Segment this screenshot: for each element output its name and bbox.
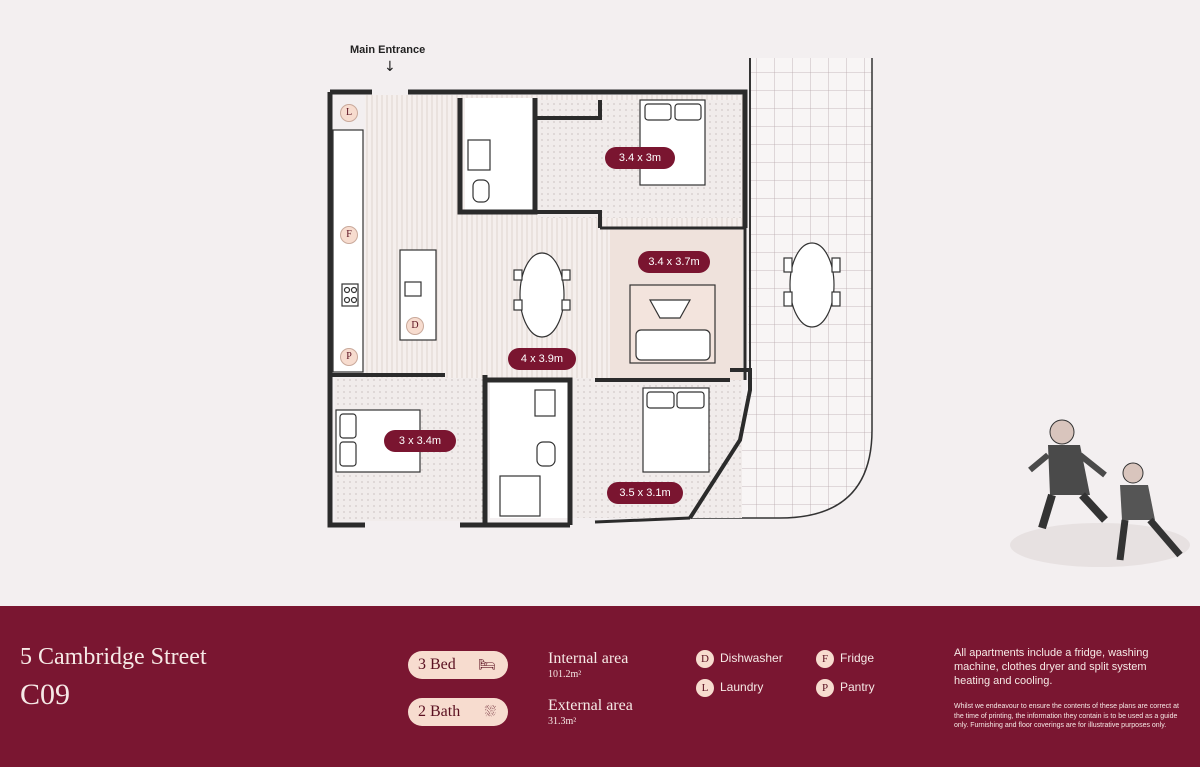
legend-dishwasher-icon: D	[696, 650, 714, 668]
main-entrance-label: Main Entrance	[350, 44, 426, 56]
balcony	[690, 58, 873, 519]
address-title: 5 Cambridge Street	[20, 644, 207, 670]
legend-pantry: P Pantry	[816, 679, 875, 697]
footer-panel: 5 Cambridge Street C09 3 Bed 🛏 2 Bath ⛆ …	[0, 606, 1200, 767]
dining-table	[513, 252, 571, 338]
legend-laundry-label: Laundry	[720, 680, 764, 695]
room-label-bedroom-2: 3 x 3.4m	[384, 430, 456, 452]
legend-dishwasher: D Dishwasher	[696, 650, 783, 668]
legend-laundry: L Laundry	[696, 679, 763, 697]
room-label-living: 3.4 x 3.7m	[638, 251, 710, 273]
room-label-dining: 4 x 3.9m	[508, 348, 576, 370]
bath-count-label: 2 Bath	[418, 703, 461, 720]
room-label-bedroom-1: 3.4 x 3m	[605, 147, 675, 169]
legend-laundry-icon: L	[696, 679, 714, 697]
disclaimer-note: Whilst we endeavour to ensure the conten…	[954, 703, 1179, 729]
legend-pantry-icon: P	[816, 679, 834, 697]
legend-fridge: F Fridge	[816, 650, 874, 668]
marker-laundry: L	[340, 104, 358, 122]
marker-fridge: F	[340, 226, 358, 244]
balcony-table	[783, 242, 841, 328]
walls	[327, 89, 752, 528]
people-illustration	[1010, 419, 1190, 567]
internal-area-value: 101.2m²	[548, 669, 582, 680]
bed-icon: 🛏	[478, 657, 496, 673]
shower-icon: ⛆	[484, 704, 496, 720]
external-area-title: External area	[548, 697, 633, 714]
external-area-value: 31.3m²	[548, 716, 577, 727]
legend-fridge-icon: F	[816, 650, 834, 668]
floor-plan-drawing	[327, 58, 1190, 567]
room-label-bedroom-3: 3.5 x 3.1m	[607, 482, 683, 504]
legend-pantry-label: Pantry	[840, 680, 875, 695]
marker-pantry: P	[340, 348, 358, 366]
arrow-down-icon: ↓	[384, 59, 396, 75]
legend-fridge-label: Fridge	[840, 651, 875, 666]
bathroom-fixtures	[467, 139, 556, 517]
legend-dishwasher-label: Dishwasher	[720, 651, 783, 666]
bath-count-badge: 2 Bath ⛆	[408, 698, 508, 726]
floor-plan-area: Main Entrance ↓ 3.4 x 3m 3.4 x 3.7m 4 x …	[327, 44, 1190, 567]
unit-number: C09	[20, 678, 71, 711]
internal-area-title: Internal area	[548, 650, 629, 667]
bed-count-badge: 3 Bed 🛏	[408, 651, 508, 679]
marker-dishwasher: D	[406, 317, 424, 335]
lounge-set	[629, 284, 716, 364]
bed-count-label: 3 Bed	[418, 656, 456, 673]
inclusions-note: All apartments include a fridge, washing…	[954, 647, 1149, 687]
